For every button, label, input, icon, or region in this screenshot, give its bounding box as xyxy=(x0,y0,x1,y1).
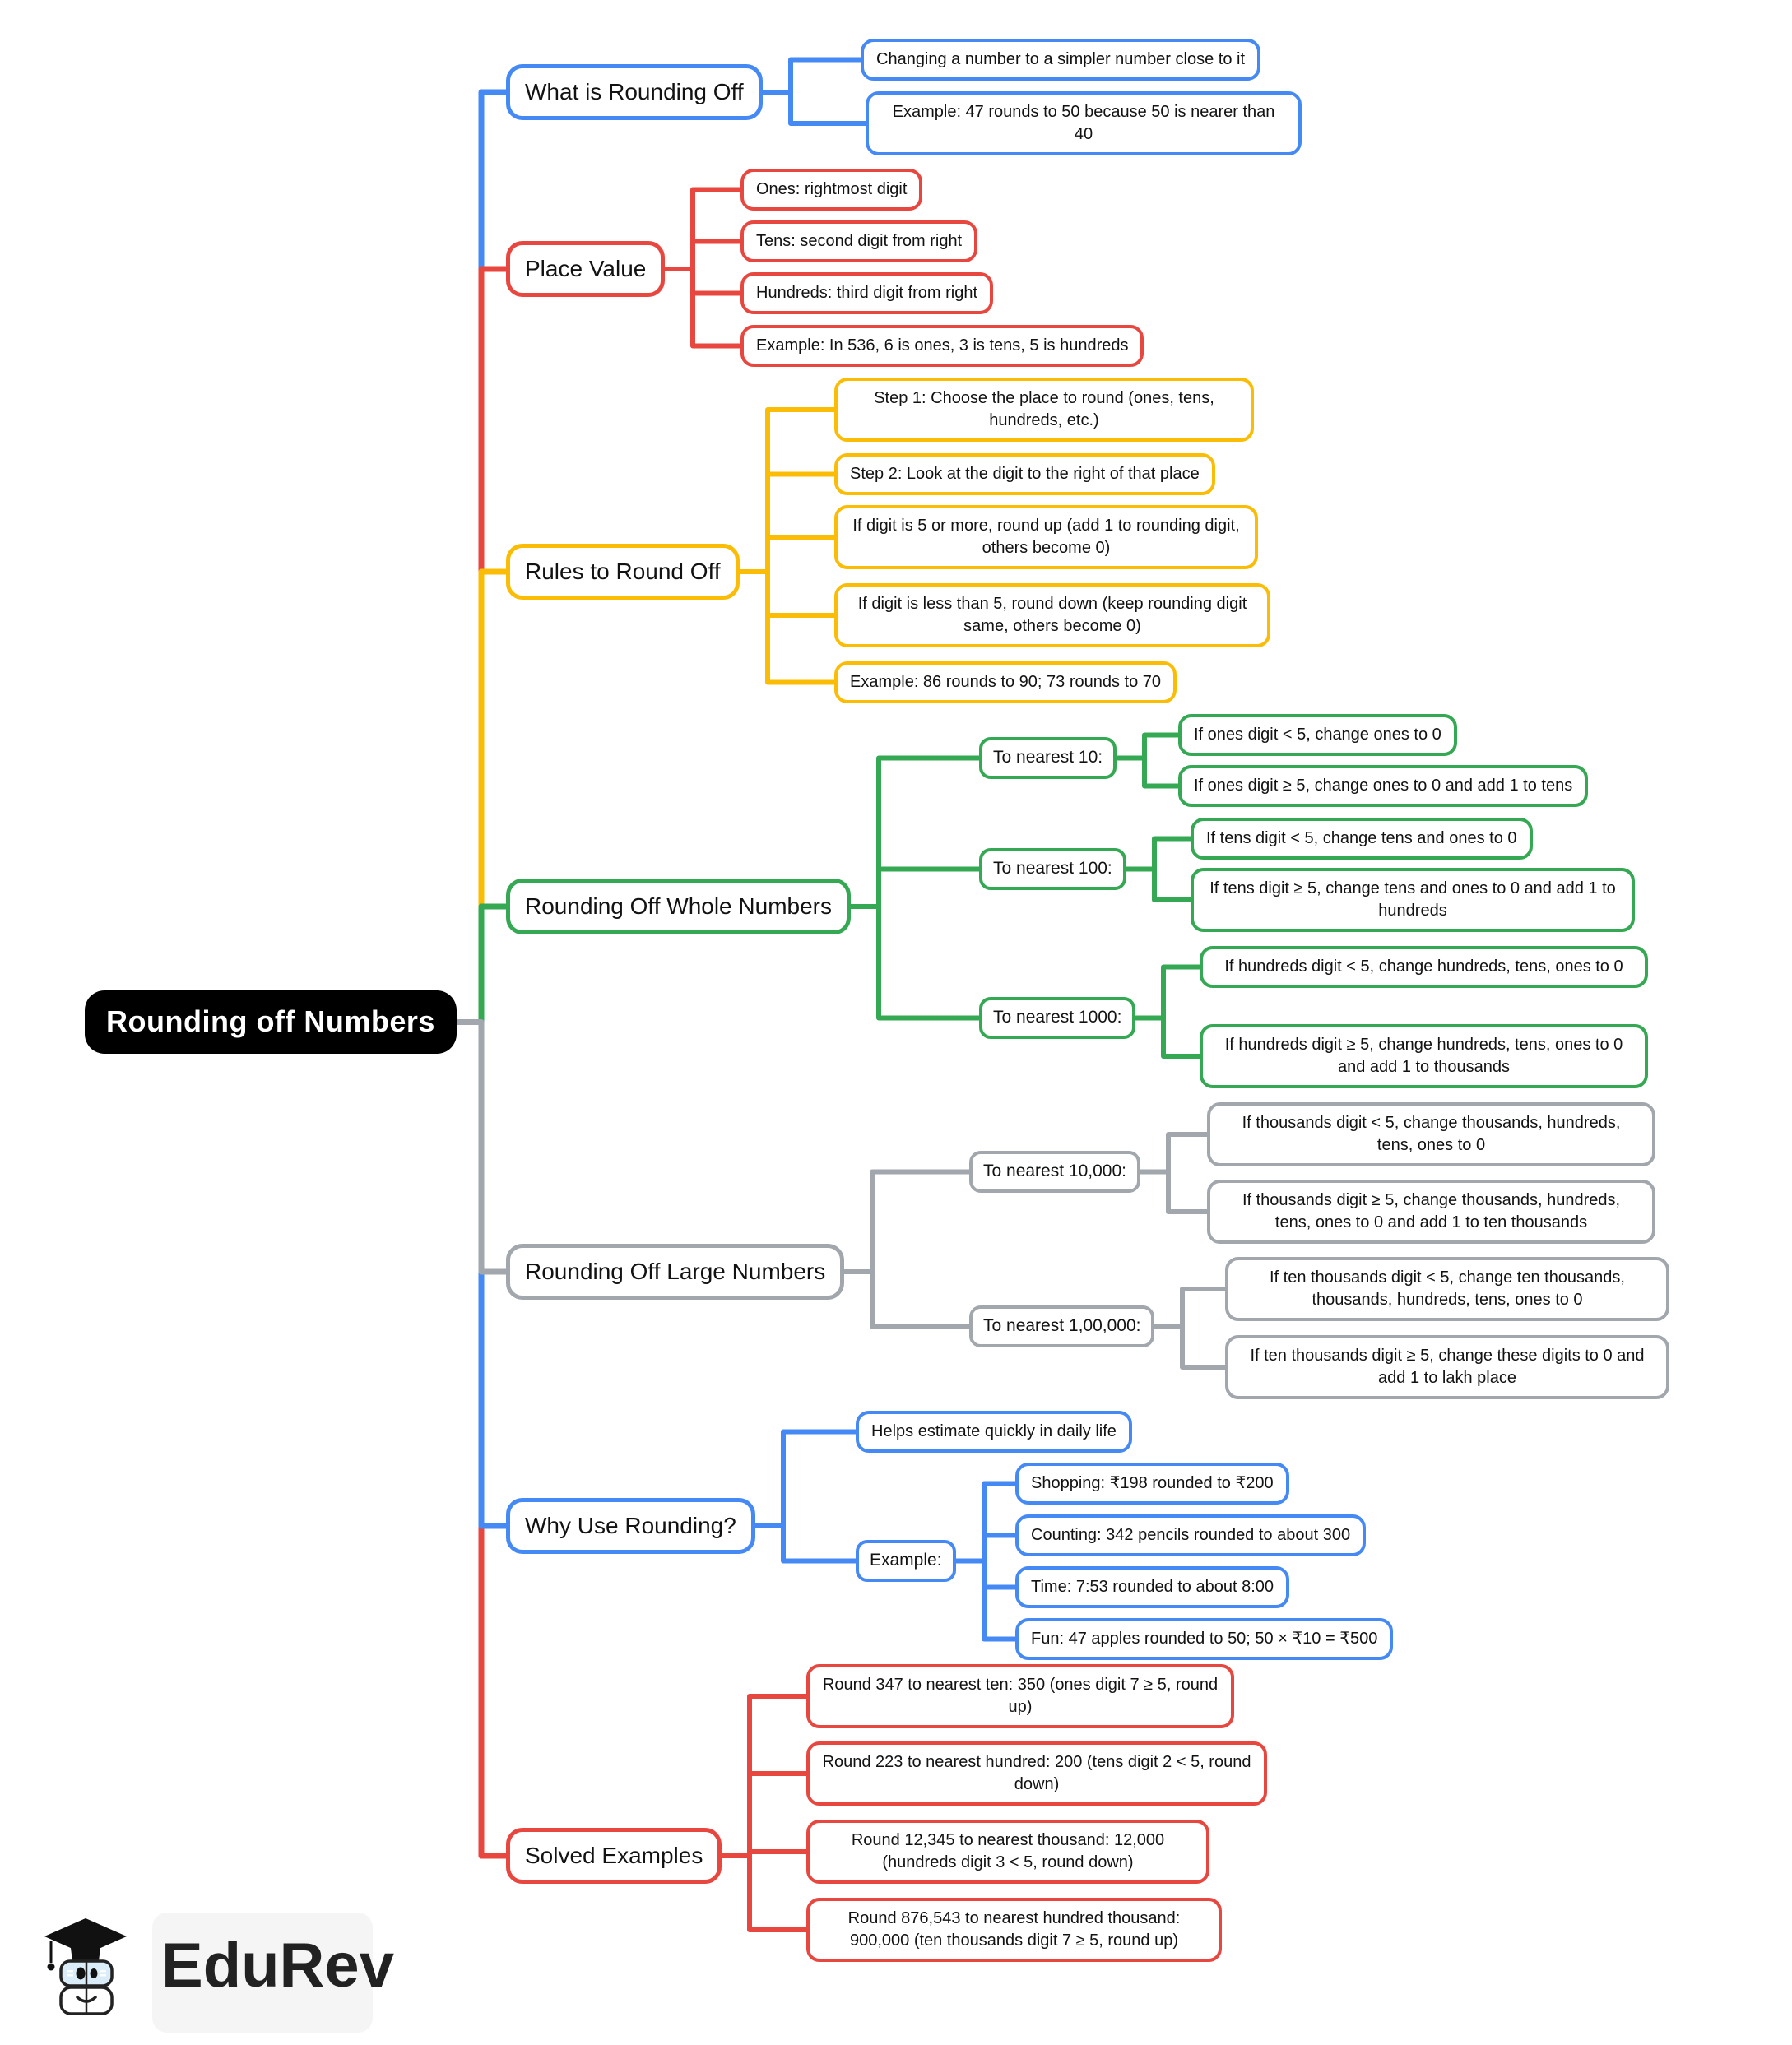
branch-why-use-rounding: Why Use Rounding? xyxy=(506,1498,755,1555)
node-shopping-example: Shopping: ₹198 rounded to ₹200 xyxy=(1015,1463,1289,1505)
subbranch-to-nearest-10: To nearest 10: xyxy=(979,737,1117,779)
node-nearest100-less-than-5: If tens digit < 5, change tens and ones … xyxy=(1191,818,1533,860)
branch-rules-to-round-off: Rules to Round Off xyxy=(506,544,740,601)
node-nearest100000-less-than-5: If ten thousands digit < 5, change ten t… xyxy=(1225,1257,1669,1322)
branch-place-value: Place Value xyxy=(506,241,666,298)
node-hundreds-third-digit: Hundreds: third digit from right xyxy=(740,272,994,315)
node-definition-of-rounding: Changing a number to a simpler number cl… xyxy=(861,39,1261,81)
logo-background-panel xyxy=(152,1913,373,2033)
node-time-example: Time: 7:53 rounded to about 8:00 xyxy=(1015,1566,1290,1609)
node-example-86-73: Example: 86 rounds to 90; 73 rounds to 7… xyxy=(834,661,1177,704)
node-example-536-places: Example: In 536, 6 is ones, 3 is tens, 5… xyxy=(740,325,1144,368)
subbranch-to-nearest-100000: To nearest 1,00,000: xyxy=(969,1305,1155,1347)
node-step2-look-right-digit: Step 2: Look at the digit to the right o… xyxy=(834,453,1215,496)
node-counting-example: Counting: 342 pencils rounded to about 3… xyxy=(1015,1514,1367,1557)
node-fun-apples-example: Fun: 47 apples rounded to 50; 50 × ₹10 =… xyxy=(1015,1618,1394,1661)
node-nearest1000-less-than-5: If hundreds digit < 5, change hundreds, … xyxy=(1200,946,1648,989)
node-nearest10-less-than-5: If ones digit < 5, change ones to 0 xyxy=(1178,714,1457,757)
branch-rounding-whole-numbers: Rounding Off Whole Numbers xyxy=(506,879,851,935)
node-round-12345-example: Round 12,345 to nearest thousand: 12,000… xyxy=(806,1820,1209,1885)
node-rule-round-down: If digit is less than 5, round down (kee… xyxy=(834,583,1270,648)
node-nearest100000-greater-equal-5: If ten thousands digit ≥ 5, change these… xyxy=(1225,1335,1669,1400)
subbranch-example: Example: xyxy=(856,1540,956,1582)
node-step1-choose-place: Step 1: Choose the place to round (ones,… xyxy=(834,378,1254,443)
node-round-347-example: Round 347 to nearest ten: 350 (ones digi… xyxy=(806,1664,1234,1729)
node-nearest10000-less-than-5: If thousands digit < 5, change thousands… xyxy=(1207,1102,1655,1167)
node-nearest1000-greater-equal-5: If hundreds digit ≥ 5, change hundreds, … xyxy=(1200,1024,1648,1089)
branch-solved-examples: Solved Examples xyxy=(506,1828,722,1885)
branch-rounding-large-numbers: Rounding Off Large Numbers xyxy=(506,1244,845,1301)
node-nearest10-greater-equal-5: If ones digit ≥ 5, change ones to 0 and … xyxy=(1178,765,1589,808)
root-node-rounding-off-numbers: Rounding off Numbers xyxy=(85,990,457,1054)
node-rule-round-up: If digit is 5 or more, round up (add 1 t… xyxy=(834,505,1258,570)
node-tens-second-digit: Tens: second digit from right xyxy=(740,220,978,263)
node-example-47-rounds-50: Example: 47 rounds to 50 because 50 is n… xyxy=(866,91,1302,156)
subbranch-to-nearest-1000: To nearest 1000: xyxy=(979,997,1136,1039)
node-round-876543-example: Round 876,543 to nearest hundred thousan… xyxy=(806,1898,1222,1963)
edurev-mascot-icon xyxy=(44,1918,127,2015)
node-nearest100-greater-equal-5: If tens digit ≥ 5, change tens and ones … xyxy=(1191,868,1635,933)
edurev-brand-text: EduRev xyxy=(161,1931,394,2001)
subbranch-to-nearest-100: To nearest 100: xyxy=(979,848,1126,890)
subbranch-to-nearest-10000: To nearest 10,000: xyxy=(969,1151,1140,1193)
node-round-223-example: Round 223 to nearest hundred: 200 (tens … xyxy=(806,1741,1267,1806)
node-ones-rightmost-digit: Ones: rightmost digit xyxy=(740,169,923,211)
node-helps-estimate-quickly: Helps estimate quickly in daily life xyxy=(856,1411,1132,1454)
branch-what-is-rounding-off: What is Rounding Off xyxy=(506,64,763,121)
node-nearest10000-greater-equal-5: If thousands digit ≥ 5, change thousands… xyxy=(1207,1180,1655,1245)
